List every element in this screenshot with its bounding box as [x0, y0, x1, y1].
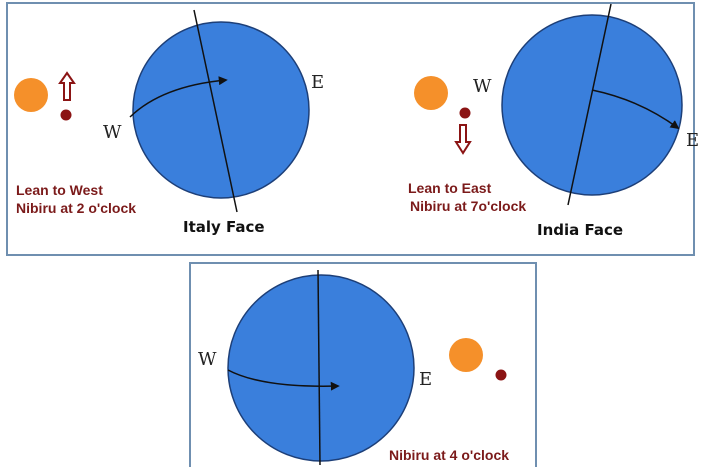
bottom-earth-globe: [228, 275, 414, 461]
india-caption-line2: Nibiru at 7o'clock: [410, 197, 526, 215]
india-diagram: [414, 4, 682, 205]
italy-caption-line1: Lean to West: [16, 181, 103, 199]
italy-east-label: E: [311, 72, 324, 93]
india-caption-line1: Lean to East: [408, 179, 491, 197]
india-down-arrow: [456, 125, 470, 153]
bottom-east-label: E: [419, 369, 432, 390]
india-west-label: W: [473, 76, 492, 97]
india-east-label: E: [686, 130, 699, 151]
italy-caption-line2: Nibiru at 2 o'clock: [16, 199, 136, 217]
italy-west-label: W: [103, 122, 122, 143]
india-earth-globe: [502, 15, 682, 195]
italy-nibiru: [61, 110, 72, 121]
india-face-label: India Face: [537, 221, 623, 239]
bottom-diagram: [228, 270, 507, 465]
italy-earth-globe: [133, 22, 309, 198]
italy-sun: [14, 78, 48, 112]
bottom-west-label: W: [198, 349, 217, 370]
italy-face-label: Italy Face: [183, 218, 265, 236]
bottom-sun: [449, 338, 483, 372]
bottom-caption: Nibiru at 4 o'clock: [389, 446, 509, 464]
india-sun: [414, 76, 448, 110]
bottom-nibiru: [496, 370, 507, 381]
india-nibiru: [460, 108, 471, 119]
italy-up-arrow: [60, 73, 74, 100]
